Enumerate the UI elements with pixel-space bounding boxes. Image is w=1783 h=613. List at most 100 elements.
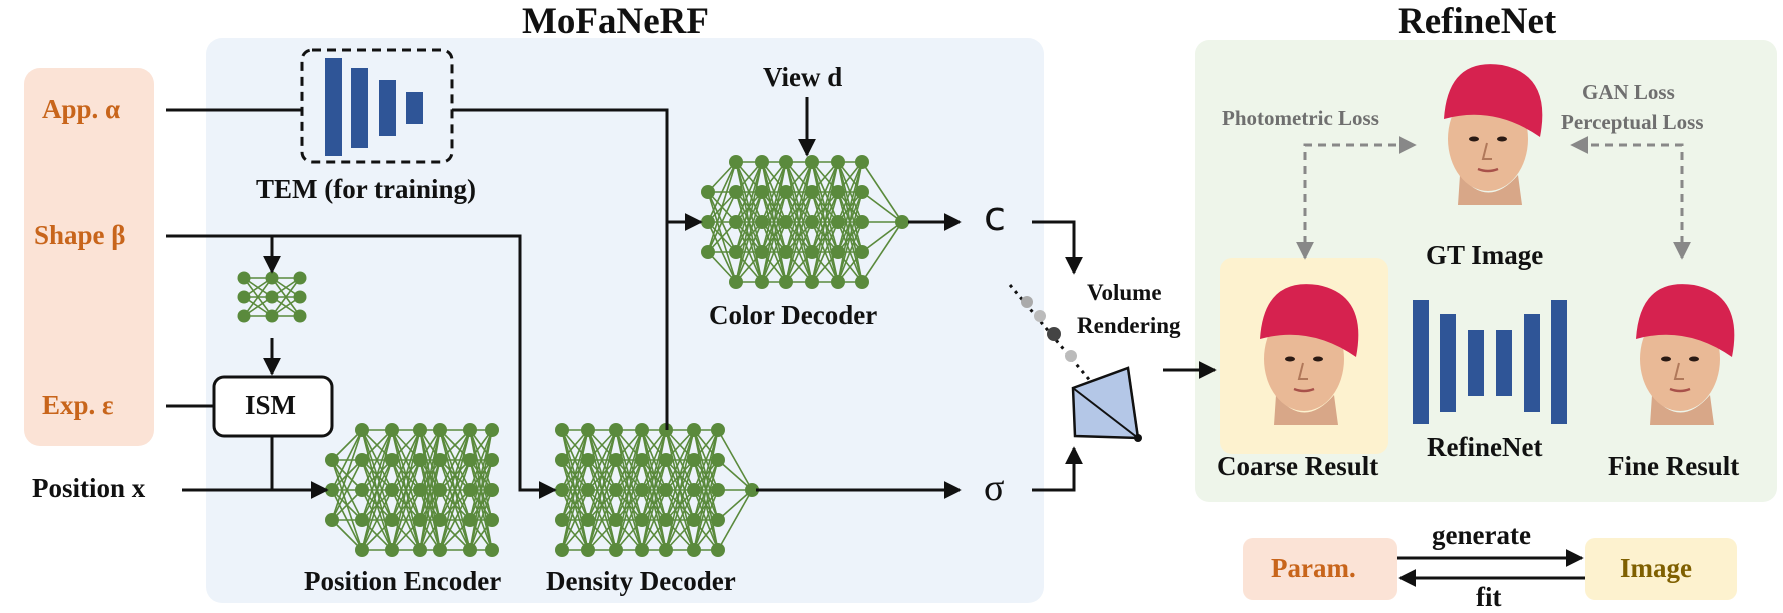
network-connection — [811, 221, 839, 283]
gan-loss-arrow — [1570, 136, 1691, 260]
network-connection — [717, 429, 753, 491]
network-node — [729, 155, 743, 169]
network-node — [635, 423, 649, 437]
red-cap — [1444, 64, 1543, 137]
network-node — [485, 483, 499, 497]
network-node — [635, 483, 649, 497]
network-node — [355, 453, 369, 467]
network-node — [729, 215, 743, 229]
network-connection — [587, 459, 617, 551]
network-connection — [439, 519, 471, 551]
network-node — [711, 483, 725, 497]
gan-loss-label: GAN Loss — [1582, 80, 1675, 104]
network-connection — [361, 459, 393, 551]
mouth — [1669, 387, 1691, 393]
network-connection — [861, 161, 903, 223]
loss-arrows — [1296, 136, 1691, 260]
network-node — [711, 453, 725, 467]
network-connection — [735, 191, 763, 283]
network-connection — [693, 429, 719, 551]
network-connection — [419, 429, 441, 521]
network-node — [609, 513, 623, 527]
nose — [1673, 362, 1684, 380]
network-node — [237, 271, 251, 285]
eye — [1497, 136, 1507, 142]
network-node — [385, 543, 399, 557]
network-node — [413, 513, 427, 527]
network-connection — [243, 277, 273, 317]
network-node — [701, 185, 715, 199]
network-node — [609, 483, 623, 497]
tem-bars — [325, 58, 423, 156]
network-connection — [561, 429, 589, 551]
network-node — [413, 543, 427, 557]
eye — [1469, 136, 1479, 142]
network-node — [831, 155, 845, 169]
network-node — [463, 483, 477, 497]
network-connection — [561, 459, 589, 551]
network-connection — [785, 161, 813, 253]
refine-bar — [1524, 314, 1540, 412]
network-connection — [439, 429, 471, 461]
tem-label: TEM (for training) — [256, 174, 476, 204]
network-connection — [785, 221, 813, 283]
network-node — [293, 309, 307, 323]
network-node — [485, 513, 499, 527]
shape-input-label: Shape β — [34, 220, 126, 250]
refinenet-module-label: RefineNet — [1427, 432, 1543, 462]
network-node — [745, 483, 759, 497]
network-node — [355, 483, 369, 497]
perceptual-loss-label: Perceptual Loss — [1561, 110, 1704, 134]
network-node — [831, 275, 845, 289]
color-decoder-label: Color Decoder — [709, 300, 878, 330]
image-box — [1585, 538, 1737, 600]
network-node — [485, 423, 499, 437]
tem-bar — [325, 58, 342, 156]
density-output-symbol: σ — [984, 467, 1005, 509]
neck — [1274, 395, 1338, 425]
network-connection — [361, 429, 393, 491]
network-connection — [469, 429, 493, 551]
network-node — [687, 483, 701, 497]
network-node — [701, 245, 715, 259]
network-connection — [615, 459, 643, 551]
network-connection — [331, 429, 363, 491]
fine-face-image — [1636, 284, 1735, 425]
network-node — [831, 215, 845, 229]
network-connection — [811, 191, 839, 283]
network-connection — [587, 429, 617, 491]
network-connection — [391, 489, 421, 551]
network-connection — [361, 489, 393, 551]
network-node — [433, 513, 447, 527]
coarse-face-image — [1260, 284, 1359, 425]
network-connection — [419, 429, 441, 551]
shape-line — [166, 234, 557, 499]
network-connection — [785, 161, 813, 283]
red-cap — [1260, 284, 1359, 357]
fit-legend-label: fit — [1476, 582, 1502, 612]
eye — [1661, 356, 1671, 362]
flow-arrows — [166, 97, 1217, 499]
network-connection — [331, 519, 363, 551]
network-node — [433, 483, 447, 497]
nose — [1297, 362, 1308, 380]
network-connection — [707, 191, 737, 253]
network-connection — [391, 429, 421, 521]
network-node — [413, 453, 427, 467]
eye — [1285, 356, 1295, 362]
network-node — [635, 453, 649, 467]
network-node — [659, 483, 673, 497]
color-output-symbol: c — [984, 194, 1006, 240]
network-node — [609, 423, 623, 437]
ray-sample — [1021, 296, 1033, 308]
network-node — [385, 513, 399, 527]
network-node — [711, 513, 725, 527]
network-connection — [331, 429, 363, 461]
network-node — [433, 543, 447, 557]
eye — [1313, 356, 1323, 362]
network-connection — [707, 161, 737, 253]
network-node — [659, 513, 673, 527]
network-connection — [761, 221, 787, 283]
photometric-loss-label: Photometric Loss — [1222, 106, 1379, 130]
